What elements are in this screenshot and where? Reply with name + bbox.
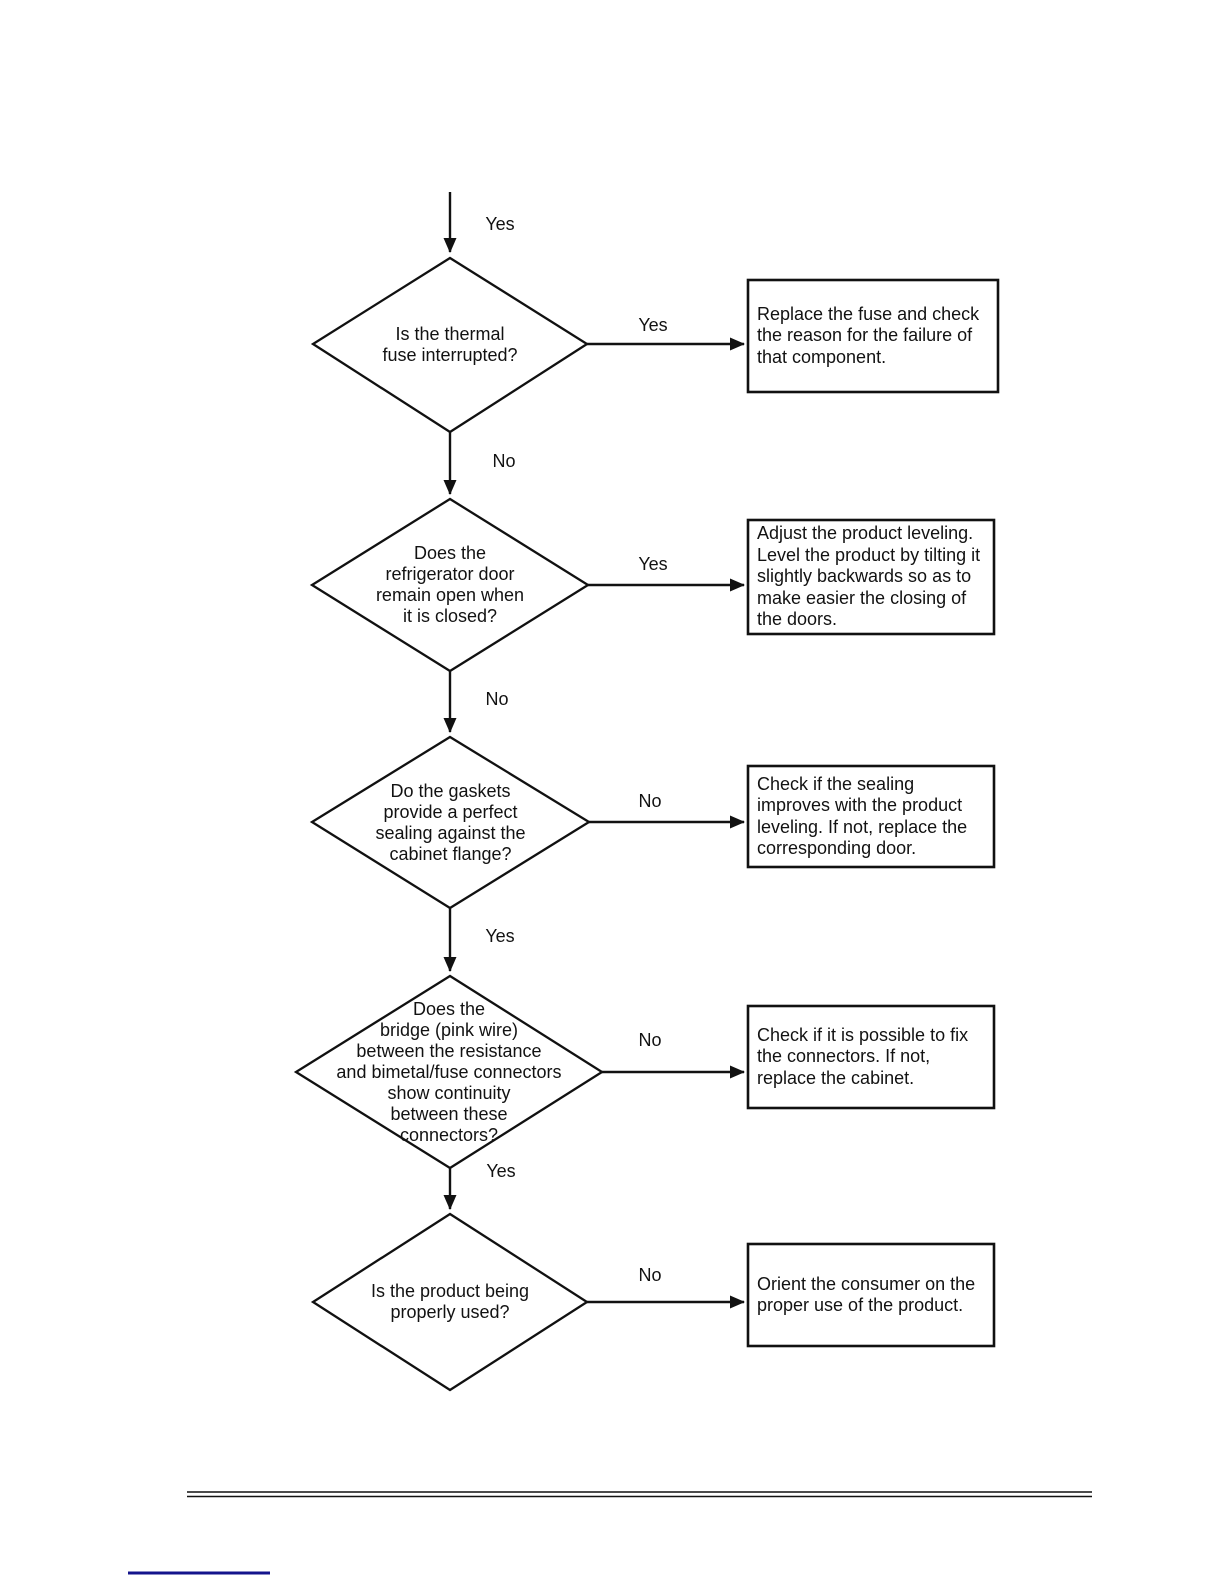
action-3-box <box>746 764 996 869</box>
decision-3-question: Do the gaskets provide a perfect sealing… <box>375 780 526 864</box>
decision-5-diamond <box>310 1212 590 1392</box>
action-1-box <box>746 278 1000 394</box>
decision-4-branch-label: No <box>638 1029 662 1050</box>
action-4-box <box>746 1004 996 1110</box>
decision-5-question: Is the product being properly used? <box>370 1281 530 1322</box>
entry-branch-label: Yes <box>485 213 515 234</box>
decision-1-down-label: No <box>492 450 516 471</box>
action-5-box <box>746 1242 996 1348</box>
action-3-text: Check if the sealing improves with the p… <box>757 773 968 859</box>
decision-2-branch-label: Yes <box>638 553 668 574</box>
decision-1-diamond <box>310 256 590 434</box>
decision-2-question: Does the refrigerator door remain open w… <box>375 543 525 626</box>
action-5-text: Orient the consumer on the proper use of… <box>757 1273 976 1316</box>
decision-4-diamond <box>293 974 605 1170</box>
footer-double-rule <box>187 1491 1092 1498</box>
decision-1-branch-label: Yes <box>638 314 668 335</box>
action-2-text: Adjust the product leveling. Level the p… <box>757 523 981 630</box>
decision-1-question: Is the thermal fuse interrupted? <box>382 324 518 365</box>
decision-4-question: Does the bridge (pink wire) between the … <box>336 998 562 1145</box>
action-2-box <box>746 518 996 636</box>
decision-3-down-label: Yes <box>485 925 515 946</box>
decision-3-branch-label: No <box>638 790 662 811</box>
decision-4-down-label: Yes <box>486 1160 516 1181</box>
action-1-text: Replace the fuse and check the reason fo… <box>757 303 980 367</box>
decision-3-diamond <box>309 735 592 910</box>
action-4-text: Check if it is possible to fix the conne… <box>757 1024 969 1088</box>
decision-5-branch-label: No <box>638 1264 662 1285</box>
decision-2-diamond <box>309 497 591 673</box>
decision-2-down-label: No <box>485 688 509 709</box>
